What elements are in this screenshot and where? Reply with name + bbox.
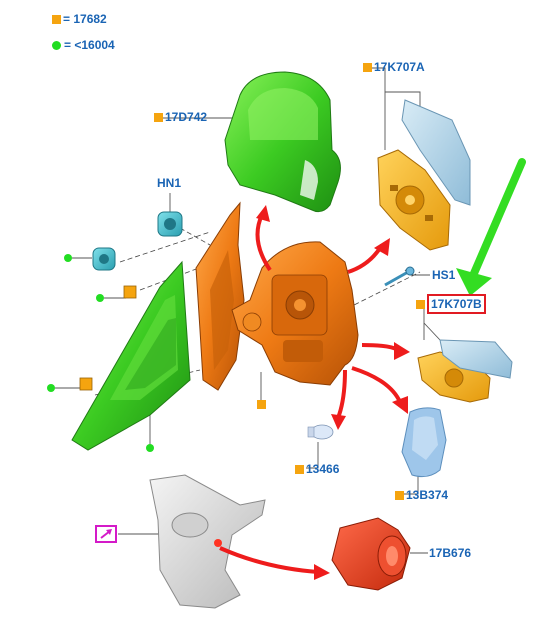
gasket-left (92, 247, 116, 271)
orange-square-icon (363, 63, 372, 72)
bulb (307, 424, 334, 440)
orange-square-icon (52, 15, 61, 24)
label-glass-upper[interactable]: 17K707A (363, 60, 425, 74)
mirror-cap (224, 71, 341, 213)
red-arrows (219, 205, 410, 580)
gasket-hn1 (157, 211, 183, 237)
mirror-housing (231, 241, 359, 386)
label-bulb[interactable]: 13466 (295, 462, 339, 476)
pointer-arrow (456, 158, 526, 296)
detail-callout[interactable] (95, 525, 117, 543)
highlighted-part-number: 17K707B (427, 294, 486, 314)
green-dot-icon (52, 41, 61, 50)
screw-hs1 (384, 266, 415, 287)
label-lamp-lens[interactable]: 13B374 (395, 488, 448, 502)
glass-lower (439, 339, 513, 379)
lamp-lens (401, 407, 447, 478)
orange-square-icon (416, 300, 425, 309)
clip-lower (79, 377, 93, 391)
orange-markers (257, 400, 266, 409)
mirror-glass-main (71, 260, 191, 451)
mirror-bracket (195, 201, 245, 391)
green-markers (47, 254, 154, 452)
clip-upper (123, 285, 137, 299)
label-glass-lower[interactable]: 17K707B (416, 294, 486, 314)
legend-orange: = 17682 (52, 12, 107, 26)
label-motor[interactable]: 17B676 (429, 546, 472, 560)
glass-upper (401, 99, 471, 206)
label-mirror-cap[interactable]: 17D742 (154, 110, 207, 124)
label-gasket[interactable]: HN1 (157, 176, 182, 190)
orange-square-icon (395, 491, 404, 500)
orange-square-icon (154, 113, 163, 122)
mirror-mount (149, 474, 266, 609)
motor-17b676 (331, 517, 411, 591)
orange-square-icon (295, 465, 304, 474)
pointer-icon (100, 529, 112, 539)
label-screw[interactable]: HS1 (432, 268, 456, 282)
glass-backing-upper (377, 149, 451, 251)
legend-green: = <16004 (52, 38, 115, 52)
